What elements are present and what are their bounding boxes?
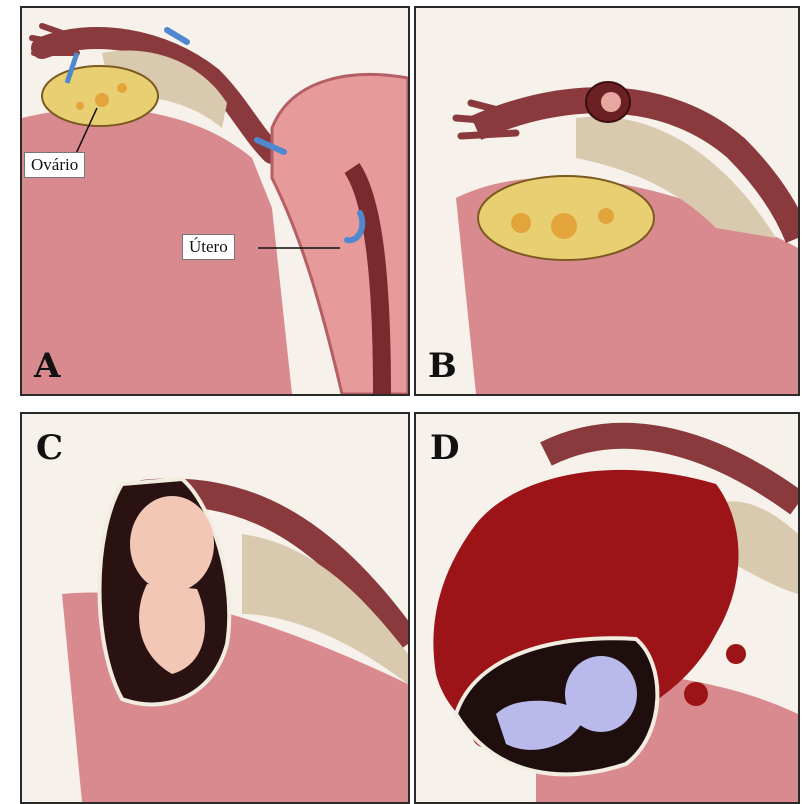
panel-b: B (414, 6, 800, 396)
panel-d-illustration (416, 414, 798, 802)
blood-drop (726, 644, 746, 664)
panel-letter-c: C (36, 428, 63, 468)
panel-letter-d: D (430, 428, 459, 468)
ovary-label: Ovário (24, 152, 85, 178)
panel-a: Ovário Útero A (20, 6, 410, 396)
panel-c-illustration (22, 414, 408, 802)
follicle (95, 93, 109, 107)
follicle (598, 208, 614, 224)
panel-c: C (20, 412, 410, 804)
embryo (601, 92, 621, 112)
fetus-head (130, 496, 214, 592)
follicle (76, 102, 84, 110)
uterus-label: Útero (182, 234, 235, 260)
panel-a-illustration (22, 8, 408, 394)
panel-letter-b: B (428, 346, 457, 386)
follicle (511, 213, 531, 233)
blood-drop (684, 682, 708, 706)
panel-letter-a: A (34, 346, 60, 386)
panel-b-illustration (416, 8, 798, 394)
follicle (551, 213, 577, 239)
follicle (117, 83, 127, 93)
panel-d: D (414, 412, 800, 804)
